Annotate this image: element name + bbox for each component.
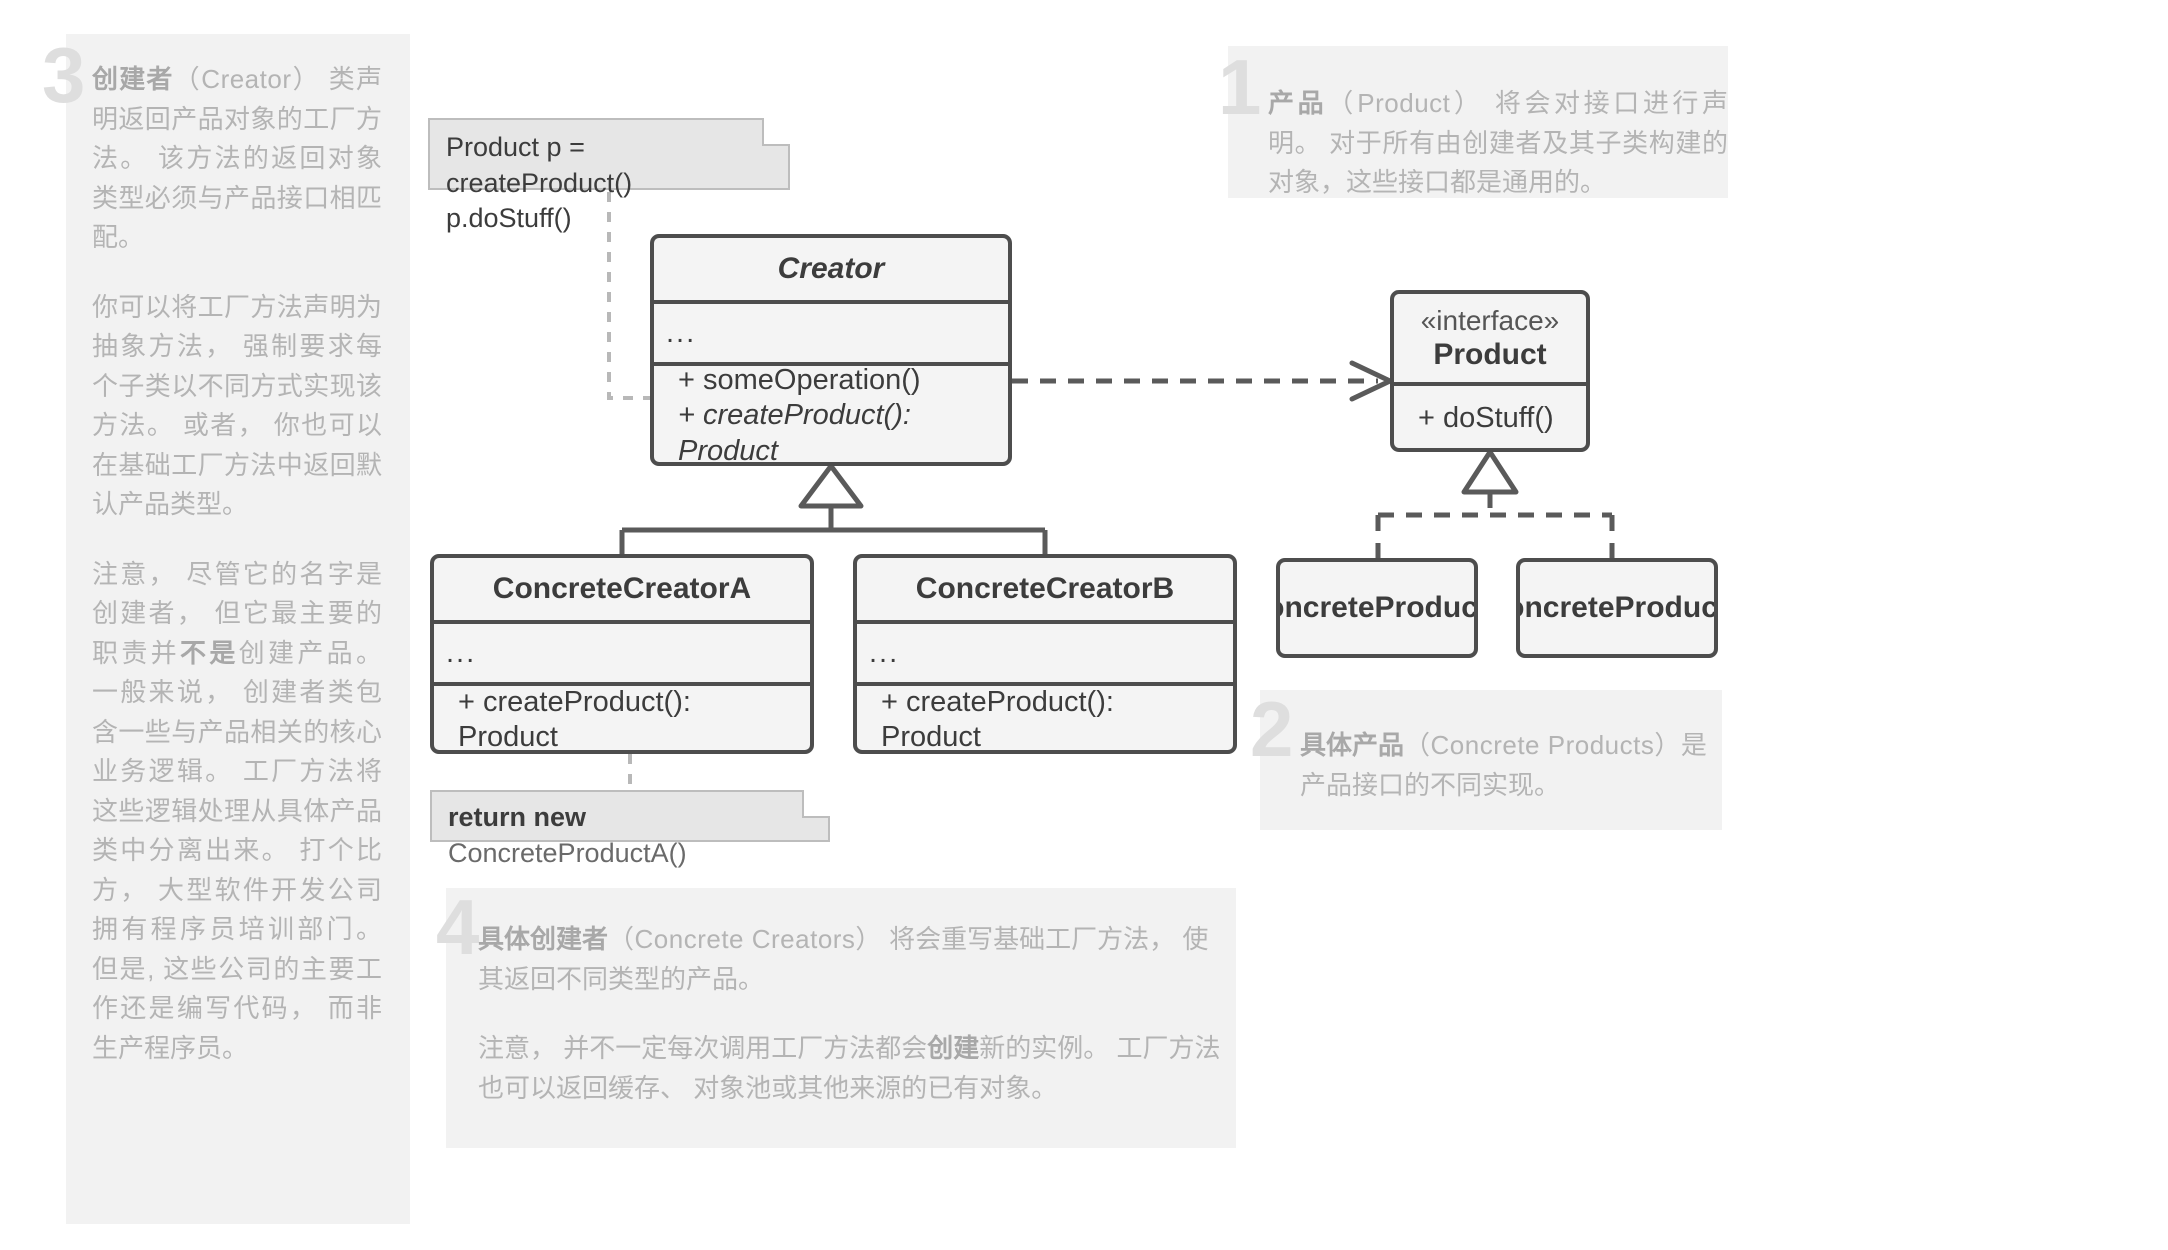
product-annotation-body: 将会对接口进行声明。 对于所有由创建者及其子类构建的对象，这些接口都是通用的。 (1268, 88, 1728, 198)
product-annotation-text: 产品（Product） 将会对接口进行声明。 对于所有由创建者及其子类构建的对象… (1268, 84, 1728, 203)
concrete-creator-a-class-name: ConcreteCreatorA (434, 558, 810, 624)
concrete-creator-b-class-name: ConcreteCreatorB (857, 558, 1233, 624)
class-box-creator[interactable]: Creator ... + someOperation() + createPr… (650, 234, 1012, 466)
product-annotation-term-en: （Product） (1327, 88, 1485, 118)
concrete-creators-p2b: 新的实例。 工厂方法也可以返回缓存、 对象池或其他来源的已有对象。 (478, 1033, 1221, 1103)
return-note-expression: ConcreteProductA() (448, 837, 687, 868)
dependency-arrowhead (1349, 360, 1393, 402)
product-stereotype: «interface» (1420, 304, 1560, 336)
concrete-product-b-name-line2: ProductB (1614, 591, 1718, 625)
creator-methods-compartment: + someOperation() + createProduct(): Pro… (654, 364, 1008, 462)
return-note-keyword: return new (448, 802, 587, 832)
concrete-creators-annotation-text: 具体创建者（Concrete Creators） 将会重写基础工厂方法， 使其返… (478, 920, 1228, 1108)
concrete-creators-paragraph-1: 具体创建者（Concrete Creators） 将会重写基础工厂方法， 使其返… (478, 920, 1228, 999)
creator-attributes-compartment: ... (654, 304, 1008, 366)
product-annotation-number: 1 (1218, 43, 1261, 131)
concrete-creators-annotation-number: 4 (436, 883, 479, 971)
creator-method-0: + someOperation() (678, 363, 921, 396)
creator-method-1: + createProduct(): Product (678, 399, 911, 466)
product-realization-bus (1375, 492, 1615, 558)
concrete-creator-a-attributes: ... (446, 636, 477, 669)
concrete-creators-annotation-panel (446, 888, 1236, 1148)
concrete-creators-body: 将会重写基础工厂方法， 使其返回不同类型的产品。 (478, 924, 1209, 994)
sidebar-paragraph-2: 你可以将工厂方法声明为抽象方法， 强制要求每个子类以不同方式实现该方法。 或者，… (92, 291, 382, 520)
sidebar-paragraph-1-body: 类声明返回产品对象的工厂方法。 该方法的返回对象类型必须与产品接口相匹配。 (92, 64, 382, 253)
concrete-creator-b-methods-compartment: + createProduct(): Product (857, 686, 1233, 750)
sidebar-paragraph-3-emphasis: 不是 (180, 637, 239, 668)
concrete-product-b-name-compartment: Concrete ProductB (1520, 562, 1714, 654)
product-methods-compartment: + doStuff() (1394, 386, 1586, 448)
concrete-creator-b-attributes-compartment: ... (857, 624, 1233, 686)
concrete-creator-a-method-0: + createProduct(): Product (458, 685, 691, 753)
sidebar-annotation-text: 创建者（Creator） 类声明返回产品对象的工厂方法。 该方法的返回对象类型必… (92, 60, 382, 1068)
creator-code-note-line1: Product p = createProduct() (446, 132, 633, 198)
concrete-creator-b-method-0: + createProduct(): Product (881, 685, 1114, 753)
sidebar-annotation-panel (66, 34, 410, 1224)
note-fold-corner-icon (802, 790, 830, 818)
class-box-concrete-product-a[interactable]: Concrete ProductA (1276, 558, 1478, 658)
creator-code-note-line2: p.doStuff() (446, 203, 572, 234)
concrete-products-annotation-panel (1260, 690, 1722, 830)
concrete-products-term-en: （Concrete Products） (1404, 730, 1681, 760)
return-statement-note: return new ConcreteProductA() (430, 790, 830, 868)
creator-methods: + someOperation() + createProduct(): Pro… (666, 353, 996, 466)
note-fold-corner-icon (762, 118, 790, 146)
concrete-creators-p2a: 注意， 并不一定每次调用工厂方法都会 (478, 1033, 928, 1064)
product-header-compartment: «interface» Product (1394, 294, 1586, 386)
concrete-creator-a-methods-compartment: + createProduct(): Product (434, 686, 810, 750)
concrete-product-a-name-compartment: Concrete ProductA (1280, 562, 1474, 654)
class-box-concrete-creator-b[interactable]: ConcreteCreatorB ... + createProduct(): … (853, 554, 1237, 754)
concrete-products-annotation-number: 2 (1250, 685, 1293, 773)
product-annotation-term: 产品 (1268, 88, 1328, 118)
product-annotation-panel (1228, 46, 1728, 198)
sidebar-term: 创建者 (92, 64, 174, 94)
creator-attributes: ... (666, 316, 697, 349)
sidebar-paragraph-1: 创建者（Creator） 类声明返回产品对象的工厂方法。 该方法的返回对象类型必… (92, 60, 382, 258)
sidebar-annotation-number: 3 (42, 31, 85, 119)
creator-generalization-triangle (798, 463, 864, 509)
concrete-products-annotation-text: 具体产品（Concrete Products）是产品接口的不同实现。 (1300, 726, 1720, 805)
concrete-product-b-name-line1: Concrete (1520, 591, 1615, 625)
creator-code-note: Product p = createProduct() p.doStuff() (428, 118, 790, 233)
sidebar-term-en: （Creator） (173, 64, 321, 94)
concrete-creators-term-en: （Concrete Creators） (608, 924, 882, 954)
concrete-creators-paragraph-2: 注意， 并不一定每次调用工厂方法都会创建新的实例。 工厂方法也可以返回缓存、 对… (478, 1029, 1228, 1108)
sidebar-paragraph-3: 注意， 尽管它的名字是创建者， 但它最主要的职责并不是创建产品。 一般来说， 创… (92, 555, 382, 1069)
concrete-product-a-name-line2: ProductA (1374, 591, 1478, 625)
concrete-products-body: 是产品接口的不同实现。 (1300, 730, 1707, 800)
concrete-creator-a-attributes-compartment: ... (434, 624, 810, 686)
product-method-0: + doStuff() (1418, 402, 1554, 435)
class-box-product[interactable]: «interface» Product + doStuff() (1390, 290, 1590, 452)
concrete-product-a-name-line1: Concrete (1280, 591, 1375, 625)
class-box-concrete-product-b[interactable]: Concrete ProductB (1516, 558, 1718, 658)
concrete-creators-term: 具体创建者 (478, 924, 609, 954)
sidebar-paragraph-3a: 注意， 尽管它的名字是创建者， 但它最主要的职责并 (92, 558, 382, 668)
creator-class-name: Creator (654, 238, 1008, 304)
class-box-concrete-creator-a[interactable]: ConcreteCreatorA ... + createProduct(): … (430, 554, 814, 754)
concrete-products-term: 具体产品 (1300, 730, 1405, 760)
sidebar-paragraph-3b: 创建产品。 一般来说， 创建者类包含一些与产品相关的核心业务逻辑。 工厂方法将这… (92, 637, 382, 1063)
creator-subclass-bus (619, 506, 1048, 556)
product-class-name: Product (1433, 337, 1547, 371)
concrete-creator-b-attributes: ... (869, 636, 900, 669)
concrete-creators-p2-emphasis: 创建 (927, 1033, 980, 1064)
product-realization-triangle (1461, 449, 1519, 495)
